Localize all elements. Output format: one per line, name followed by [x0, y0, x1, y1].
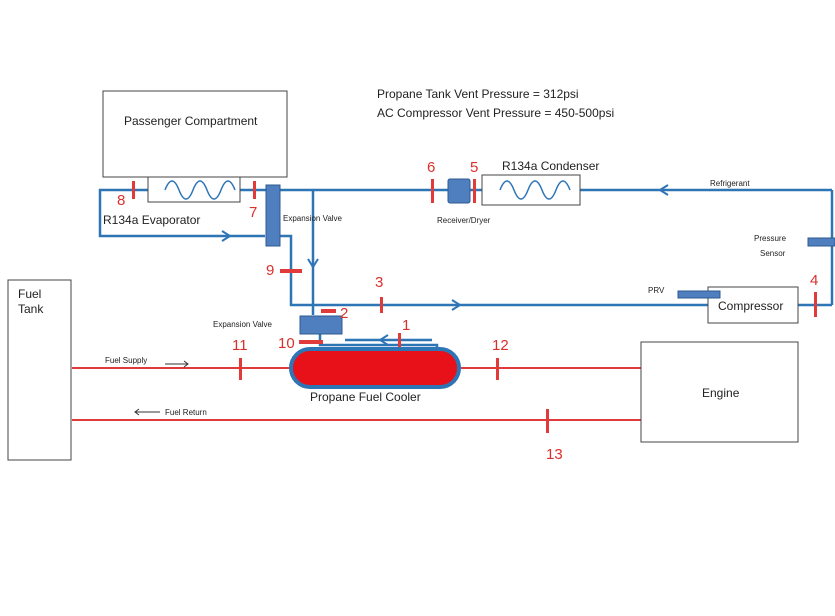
- expansion-valve-lower-label: Expansion Valve: [213, 320, 273, 329]
- condenser-label: R134a Condenser: [502, 159, 599, 173]
- propane-fuel-cooler: [289, 347, 461, 389]
- condenser-box: [481, 174, 581, 206]
- point-label-3: 3: [375, 274, 383, 291]
- fuel-arrows: [134, 360, 189, 416]
- point-label-10: 10: [278, 335, 295, 352]
- condenser-coil: [499, 180, 571, 200]
- point-label-5: 5: [470, 159, 478, 176]
- expansion-valve-lower: [299, 315, 343, 335]
- passenger-compartment-box: [102, 90, 288, 178]
- ac-compressor-vent-pressure-note: AC Compressor Vent Pressure = 450-500psi: [377, 106, 614, 120]
- evaporator-label: R134a Evaporator: [103, 213, 200, 227]
- fuel-tank-label-1: Fuel: [18, 287, 41, 301]
- marker-3: [380, 297, 383, 313]
- marker-2: [321, 309, 336, 313]
- pressure-sensor: [807, 237, 835, 247]
- point-label-4: 4: [810, 272, 818, 289]
- flow-arrow-left-loop: [221, 230, 232, 242]
- fuel-tank-label-2: Tank: [18, 302, 44, 316]
- refrigerant-lines: [98, 188, 834, 352]
- marker-11: [239, 358, 242, 380]
- refrigerant-label: Refrigerant: [710, 179, 750, 188]
- marker-7: [253, 181, 256, 199]
- engine-box: [640, 341, 799, 443]
- point-label-8: 8: [117, 192, 125, 209]
- evaporator-coil: [164, 180, 236, 200]
- flow-arrows: [221, 184, 669, 346]
- point-label-11: 11: [232, 337, 248, 354]
- passenger-compartment-label: Passenger Compartment: [124, 114, 258, 128]
- pressure-sensor-label-1: Pressure: [754, 234, 787, 243]
- point-label-7: 7: [249, 204, 257, 221]
- engine-label: Engine: [702, 386, 740, 400]
- flow-arrow-down: [307, 258, 319, 269]
- propane-vent-pressure-note: Propane Tank Vent Pressure = 312psi: [377, 87, 579, 101]
- marker-1: [398, 333, 401, 347]
- receiver-dryer: [447, 178, 471, 204]
- fuel-return-label: Fuel Return: [165, 408, 207, 417]
- evaporator-loop-line: [98, 188, 265, 238]
- marker-10: [299, 340, 323, 344]
- fuel-supply-arrow-head: [183, 360, 189, 368]
- marker-5: [473, 179, 476, 203]
- fuel-tank-box: [7, 279, 72, 461]
- point-label-1: 1: [402, 317, 410, 334]
- prv-valve: [677, 290, 721, 299]
- marker-9: [280, 269, 302, 273]
- marker-12: [496, 358, 499, 380]
- flow-arrow-to-compressor: [451, 299, 462, 311]
- compressor-box: [707, 286, 799, 324]
- point-label-6: 6: [427, 159, 435, 176]
- point-label-2: 2: [340, 305, 348, 322]
- marker-6: [431, 179, 434, 203]
- compressor-suction-line: [280, 234, 708, 307]
- fuel-supply-label: Fuel Supply: [105, 356, 147, 365]
- expansion-valve-upper: [265, 184, 281, 247]
- compressor-label: Compressor: [718, 299, 783, 313]
- marker-4: [814, 292, 817, 317]
- prv-label: PRV: [648, 286, 665, 295]
- fuel-return-arrow-head: [134, 408, 140, 416]
- marker-8: [132, 181, 135, 199]
- point-label-9: 9: [266, 262, 274, 279]
- point-label-12: 12: [492, 337, 509, 354]
- measurement-markers: [132, 179, 817, 433]
- propane-fuel-cooler-label: Propane Fuel Cooler: [310, 390, 421, 404]
- marker-13: [546, 409, 549, 433]
- receiver-dryer-label: Receiver/Dryer: [437, 216, 491, 225]
- point-label-13: 13: [546, 446, 563, 463]
- flow-arrow-cooler-inner: [378, 334, 389, 346]
- flow-arrow-refrigerant: [658, 184, 669, 196]
- pressure-sensor-label-2: Sensor: [760, 249, 786, 258]
- expansion-valve-upper-label: Expansion Valve: [283, 214, 343, 223]
